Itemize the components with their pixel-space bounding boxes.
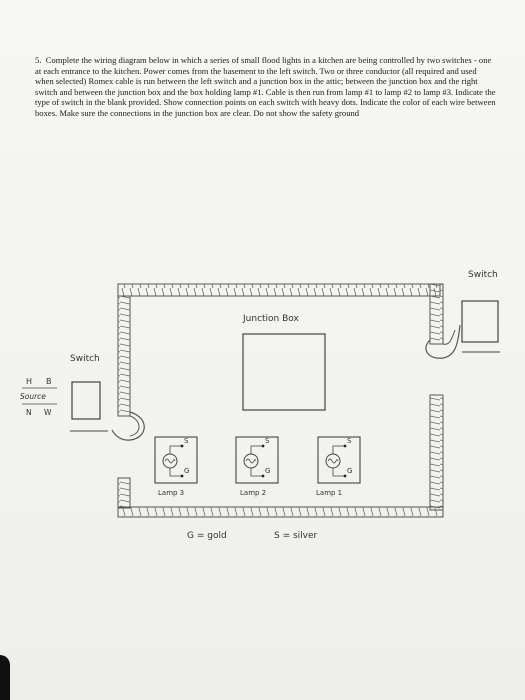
lamp-box-2 — [235, 436, 279, 484]
source-label: Source — [20, 392, 46, 401]
source-w: W — [44, 408, 52, 417]
left-cable-curve — [111, 411, 145, 441]
dark-edge — [0, 655, 10, 700]
problem-number: 5. — [35, 55, 42, 65]
lamp3-s: S — [184, 437, 189, 445]
legend-gold: G = gold — [187, 531, 227, 541]
source-n: N — [26, 408, 32, 417]
lamp1-label: Lamp 1 — [316, 489, 343, 497]
lamp2-s: S — [265, 437, 270, 445]
lamp3-g: G — [184, 467, 190, 475]
lamp1-g: G — [347, 467, 353, 475]
left-switch-box — [71, 381, 101, 420]
junction-box-label: Junction Box — [243, 314, 299, 324]
source-b: B — [46, 377, 52, 386]
lamp3-label: Lamp 3 — [158, 489, 185, 497]
right-cable-curve — [425, 324, 461, 359]
left-lower-conduit — [117, 477, 131, 509]
problem-text: Complete the wiring diagram below in whi… — [35, 55, 496, 118]
lamp2-label: Lamp 2 — [240, 489, 267, 497]
right-switch-box — [461, 300, 499, 343]
ceiling-conduit — [117, 283, 444, 345]
floor-conduit — [117, 506, 444, 518]
right-wall-conduit — [429, 394, 444, 511]
junction-box — [242, 333, 326, 411]
lamp-box-3 — [154, 436, 198, 484]
source-h: H — [26, 377, 33, 386]
left-wall-conduit — [117, 295, 131, 417]
problem-statement: 5. Complete the wiring diagram below in … — [35, 55, 497, 119]
lamp2-g: G — [265, 467, 271, 475]
right-switch-label: Switch — [468, 270, 498, 280]
left-switch-label: Switch — [70, 354, 100, 364]
legend-silver: S = silver — [274, 531, 318, 541]
lamp1-s: S — [347, 437, 352, 445]
lamp-box-1 — [317, 436, 361, 484]
